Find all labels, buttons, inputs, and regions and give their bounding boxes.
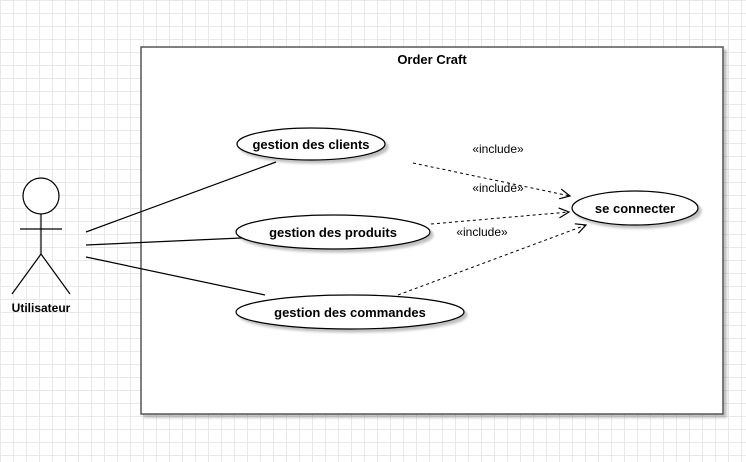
association-produits[interactable] (85, 236, 264, 246)
association-clients[interactable] (85, 161, 277, 233)
association-commandes[interactable] (85, 256, 266, 296)
use-case-produits-label: gestion des produits (269, 225, 397, 240)
use-case-clients[interactable]: gestion des clients (236, 127, 386, 161)
actor-left-leg (11, 253, 42, 295)
include-label-2: «include» (472, 181, 524, 195)
include-arrow-clients[interactable] (412, 162, 570, 196)
use-case-commandes-label: gestion des commandes (274, 305, 426, 320)
actor-label: Utilisateur (12, 301, 71, 315)
include-label-1: «include» (472, 142, 524, 156)
use-case-produits[interactable]: gestion des produits (235, 214, 431, 250)
use-case-se-connecter[interactable]: se connecter (571, 190, 699, 226)
actor-head (22, 177, 60, 215)
use-case-se-connecter-label: se connecter (595, 201, 675, 216)
actor-right-leg (40, 253, 71, 295)
include-label-3: «include» (456, 225, 508, 239)
include-arrow-produits[interactable] (430, 212, 569, 225)
use-case-commandes[interactable]: gestion des commandes (235, 294, 465, 330)
system-boundary[interactable] (140, 46, 724, 415)
use-case-clients-label: gestion des clients (252, 137, 369, 152)
actor-utilisateur[interactable] (11, 177, 71, 295)
system-title: Order Craft (397, 52, 467, 67)
